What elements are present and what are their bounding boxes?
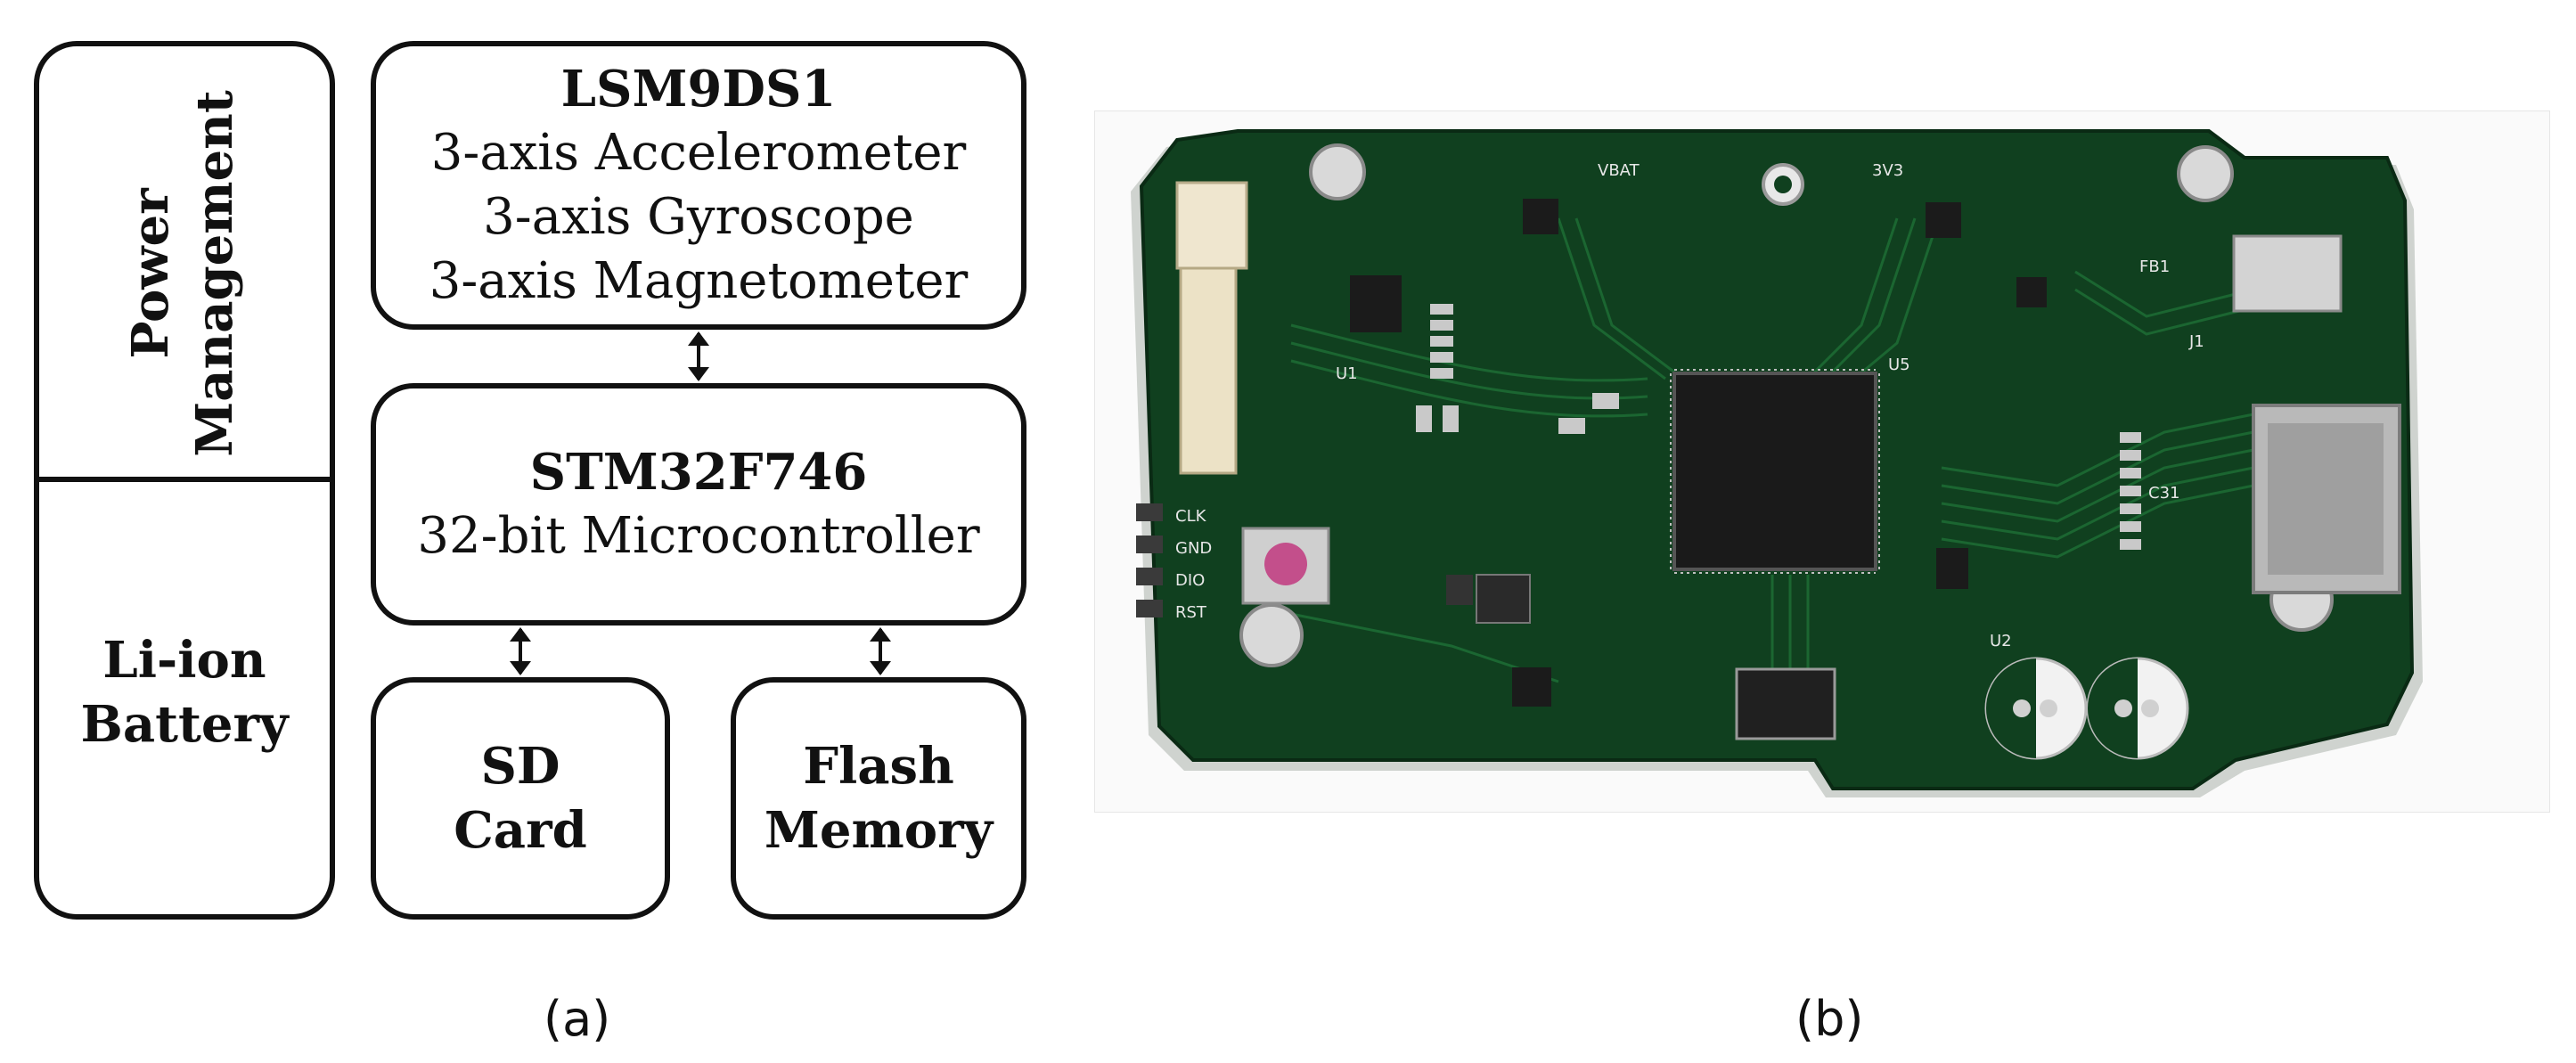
sd-line1: SD: [480, 737, 560, 796]
battery-label-line2: Battery: [80, 695, 289, 754]
mcu-subtitle: 32-bit Microcontroller: [417, 507, 980, 565]
pcb-board-illustration: CLK GND DIO RST U1 U5 U2 J1 FB1 C31 VBAT…: [1131, 129, 2423, 797]
svg-text:VBAT: VBAT: [1598, 161, 1640, 180]
svg-text:FB1: FB1: [2139, 258, 2170, 276]
svg-text:J1: J1: [2188, 332, 2204, 351]
pcb-photo: CLK GND DIO RST U1 U5 U2 J1 FB1 C31 VBAT…: [1094, 110, 2550, 813]
sd-line2: Card: [454, 801, 587, 860]
imu-line-magnetometer: 3-axis Magnetometer: [429, 252, 969, 310]
svg-text:U5: U5: [1888, 356, 1910, 374]
mcu-chip: [1672, 372, 1877, 571]
flash-line1: Flash: [803, 737, 954, 796]
capacitor-pads: [1984, 657, 2189, 760]
sd-card-box: SD Card: [371, 677, 670, 920]
imu-box: LSM9DS1 3-axis Accelerometer 3-axis Gyro…: [371, 41, 1026, 330]
caption-a: (a): [544, 991, 611, 1047]
imu-line-accelerometer: 3-axis Accelerometer: [430, 124, 967, 182]
mcu-box: STM32F746 32-bit Microcontroller: [371, 383, 1026, 626]
svg-text:U2: U2: [1990, 632, 2012, 650]
battery-label: Li-ion Battery: [39, 628, 330, 756]
caption-b: (b): [1795, 991, 1864, 1047]
mcu-sd-arrow: [510, 627, 531, 675]
imu-mcu-arrow: [688, 331, 709, 381]
flash-line2: Memory: [764, 801, 994, 860]
power-divider: [34, 477, 335, 482]
imu-title: LSM9DS1: [560, 60, 837, 119]
svg-text:CLK: CLK: [1175, 507, 1207, 526]
mcu-flash-arrow: [870, 627, 891, 675]
svg-text:3V3: 3V3: [1872, 161, 1903, 180]
battery-label-line1: Li-ion: [102, 631, 266, 690]
svg-text:U1: U1: [1336, 364, 1358, 383]
svg-text:RST: RST: [1175, 603, 1207, 622]
flash-memory-box: Flash Memory: [731, 677, 1026, 920]
svg-text:DIO: DIO: [1175, 571, 1205, 590]
imu-line-gyroscope: 3-axis Gyroscope: [483, 188, 914, 246]
svg-text:GND: GND: [1175, 539, 1212, 558]
mcu-title: STM32F746: [529, 443, 868, 502]
svg-text:C31: C31: [2148, 484, 2179, 503]
